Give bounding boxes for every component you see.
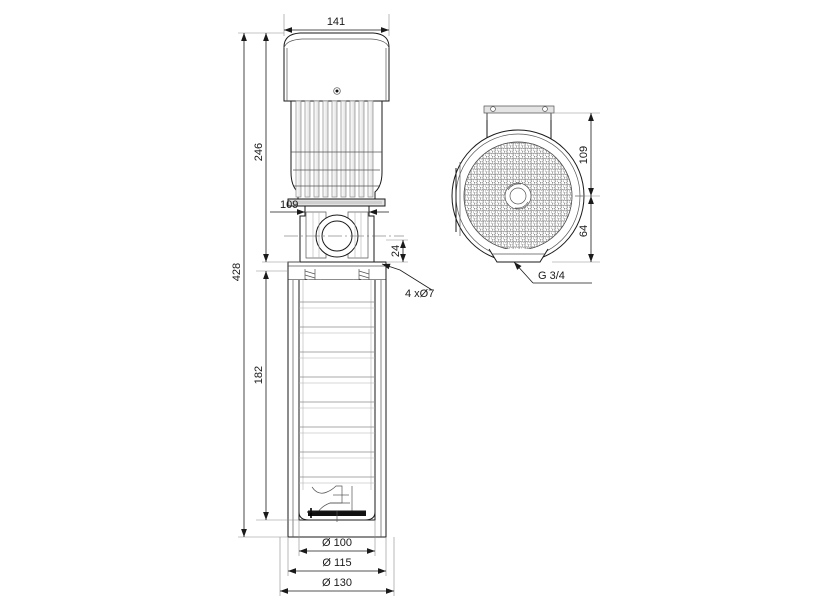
fan-cover-mesh	[463, 141, 573, 251]
dim-motor-height: 246	[253, 32, 300, 263]
terminal-box-screw-right-icon	[542, 106, 548, 112]
dim-label-4xo7: 4 xØ7	[405, 288, 434, 300]
dim-label-o100: Ø 100	[322, 537, 352, 549]
dim-label-109-right: 109	[578, 146, 590, 164]
dim-overall-height: 428	[231, 32, 288, 538]
dim-flange-diameter: Ø 130	[279, 537, 395, 596]
dim-flange-thickness: 24	[386, 239, 408, 263]
pump-chamber-stack	[287, 280, 387, 538]
dim-label-24: 24	[390, 245, 402, 257]
dim-label-g34: G 3/4	[538, 270, 565, 282]
note-port-thread: G 3/4	[513, 261, 592, 284]
dim-label-246: 246	[253, 143, 265, 161]
dim-chamber-height: 182	[253, 270, 299, 521]
dim-bore-diameter: Ø 100	[298, 520, 376, 556]
dim-label-182: 182	[253, 366, 265, 384]
note-bolt-holes: 4 xØ7	[381, 263, 434, 300]
chamber-stage-lines	[299, 301, 375, 478]
terminal-box-screw-left-icon	[490, 106, 496, 112]
dim-label-o130: Ø 130	[322, 577, 352, 589]
front-elevation-view	[283, 32, 404, 538]
dim-bracket-offset: 109	[270, 199, 389, 215]
end-view	[451, 105, 585, 263]
dim-bolt-circle-diameter: Ø 115	[287, 537, 387, 576]
motor-body-fins	[287, 100, 386, 207]
front-view-dimensions: 141 246 109 428 24	[231, 14, 434, 596]
pump-head-bracket	[284, 205, 404, 263]
dim-label-64: 64	[578, 225, 590, 237]
end-view-dimensions: 109 64 G 3/4	[513, 112, 600, 284]
motor-top-cap	[283, 32, 390, 102]
suction-port-boss	[488, 248, 549, 263]
dim-end-bottom: 64	[552, 196, 600, 263]
dim-label-109-left: 109	[280, 199, 298, 211]
dim-label-o115: Ø 115	[322, 557, 351, 569]
dim-label-428: 428	[231, 263, 243, 281]
dim-label-141: 141	[327, 16, 345, 28]
dim-end-top: 109	[551, 112, 600, 197]
dim-motor-width: 141	[283, 14, 390, 36]
